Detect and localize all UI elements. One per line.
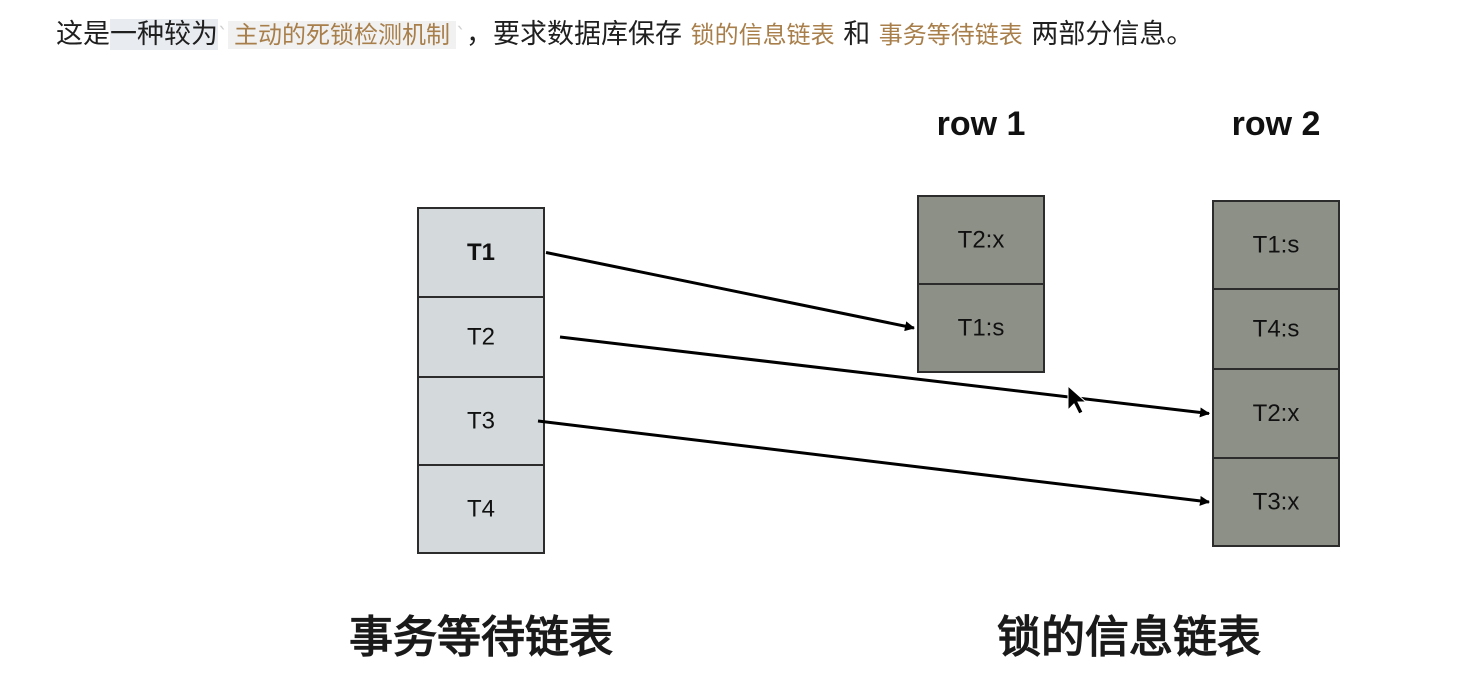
transaction-label: T1 [467, 239, 495, 266]
wait-edge-arrow [545, 251, 915, 332]
transaction-list-caption: 事务等待链表 [349, 612, 613, 663]
lock-label: T2:x [1253, 400, 1300, 427]
lock-cell [1212, 288, 1340, 370]
intro-text-1: 这是 [56, 19, 110, 50]
mouse-cursor-icon [1067, 384, 1088, 415]
transaction-cell [417, 296, 545, 378]
lock-label: T1:s [958, 315, 1005, 342]
transaction-cell [417, 464, 545, 554]
lock-cell [1212, 457, 1340, 547]
lock-label: T4:s [1253, 316, 1300, 343]
mechanism-term: 主动的死锁检测机制 [228, 21, 456, 49]
row-header: row 1 [937, 105, 1026, 143]
intro-sentence: 这是一种较为`主动的死锁检测机制`，要求数据库保存 锁的信息链表 和 事务等待链… [56, 14, 1193, 56]
transaction-label: T4 [467, 496, 495, 523]
wait-edge-arrow [537, 419, 1210, 506]
lock-cell [1212, 368, 1340, 459]
transaction-cell [417, 207, 545, 298]
intro-text-4: 两部分信息。 [1031, 19, 1194, 50]
lock-label: T1:s [1253, 232, 1300, 259]
transaction-label: T3 [467, 408, 495, 435]
intro-backtick-open: ` [218, 23, 228, 47]
lock-cell [1212, 200, 1340, 290]
lock-list-caption: 锁的信息链表 [997, 612, 1261, 663]
lock-cell [917, 283, 1045, 373]
wait-edges [537, 251, 1210, 506]
lock-label: T2:x [958, 227, 1005, 254]
wait-edge-arrow [559, 335, 1210, 418]
intro-text-2: 一种较为 [110, 19, 218, 50]
row-header: row 2 [1232, 105, 1321, 143]
transaction-cell [417, 376, 545, 466]
wait-list-term: 事务等待链表 [878, 21, 1023, 49]
intro-and: 和 [843, 19, 871, 50]
intro-backtick-close: ` [456, 23, 466, 47]
intro-text-3: ，要求数据库保存 [466, 19, 682, 50]
transaction-label: T2 [467, 324, 495, 351]
lock-label: T3:x [1253, 489, 1300, 516]
lock-list-term: 锁的信息链表 [690, 21, 835, 49]
